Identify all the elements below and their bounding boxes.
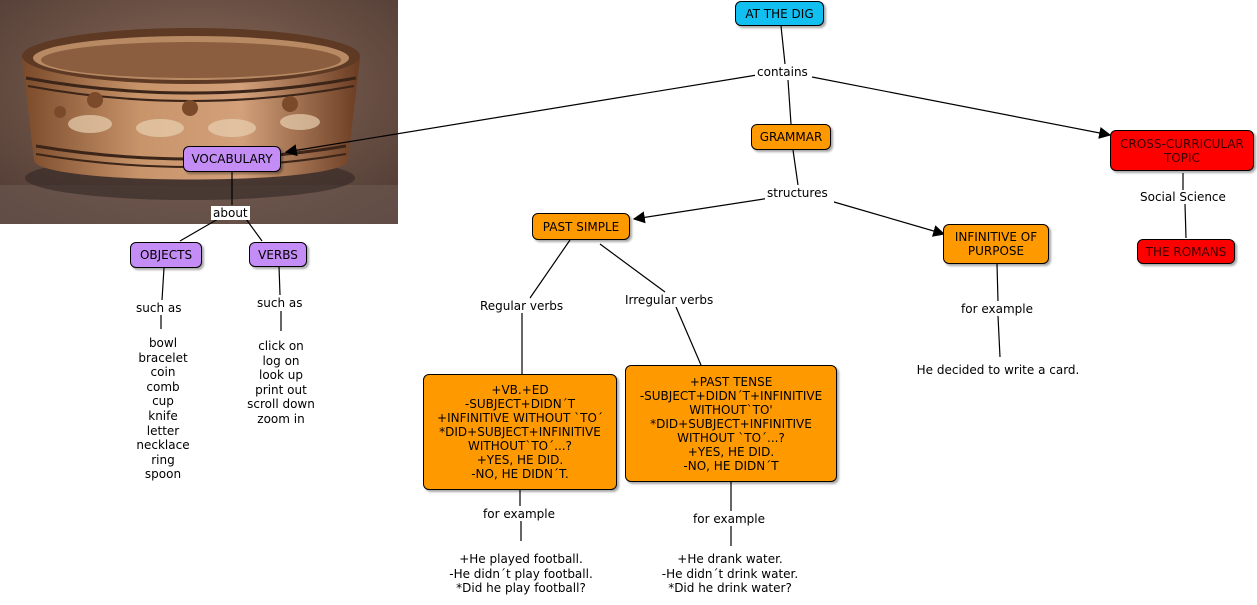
regular-verb-examples: +He played football. -He didn´t play foo… bbox=[449, 552, 593, 596]
link-label-structures: structures bbox=[765, 186, 830, 200]
bowl-photo bbox=[0, 0, 398, 224]
concept-cross-curricular-topic[interactable]: CROSS-CURRICULAR TOPIC bbox=[1110, 130, 1254, 171]
concept-infinitive-of-purpose[interactable]: INFINITIVE OF PURPOSE bbox=[943, 224, 1049, 264]
link-label-such-as-objects: such as bbox=[134, 301, 184, 315]
irregular-verb-examples: +He drank water. -He didn´t drink water.… bbox=[661, 552, 799, 596]
link-label-for-example-irregular: for example bbox=[691, 512, 767, 526]
link-label-for-example-regular: for example bbox=[481, 507, 557, 521]
concept-grammar[interactable]: GRAMMAR bbox=[751, 124, 831, 150]
link-label-about: about bbox=[211, 206, 250, 220]
concept-irregular-verbs-rules[interactable]: +PAST TENSE -SUBJECT+DIDN´T+INFINITIVE W… bbox=[625, 365, 837, 482]
concept-objects[interactable]: OBJECTS bbox=[130, 242, 202, 268]
objects-word-list: bowl bracelet coin comb cup knife letter… bbox=[136, 336, 190, 482]
link-label-social-science: Social Science bbox=[1138, 190, 1228, 204]
link-label-regular-verbs: Regular verbs bbox=[478, 299, 566, 313]
link-label-such-as-verbs: such as bbox=[255, 296, 305, 310]
concept-verbs[interactable]: VERBS bbox=[249, 242, 307, 267]
concept-the-romans[interactable]: THE ROMANS bbox=[1137, 239, 1235, 264]
infinitive-example: He decided to write a card. bbox=[916, 363, 1080, 377]
link-label-contains: contains bbox=[755, 65, 810, 79]
verbs-phrase-list: click on log on look up print out scroll… bbox=[247, 339, 315, 426]
link-label-for-example-infinitive: for example bbox=[959, 302, 1035, 316]
concept-regular-verbs-rules[interactable]: +VB.+ED -SUBJECT+DIDN´T +INFINITIVE WITH… bbox=[423, 374, 617, 490]
concept-at-the-dig[interactable]: AT THE DIG bbox=[735, 1, 824, 26]
concept-vocabulary[interactable]: VOCABULARY bbox=[183, 146, 281, 172]
concept-past-simple[interactable]: PAST SIMPLE bbox=[532, 213, 630, 240]
link-label-irregular-verbs: Irregular verbs bbox=[623, 293, 716, 307]
